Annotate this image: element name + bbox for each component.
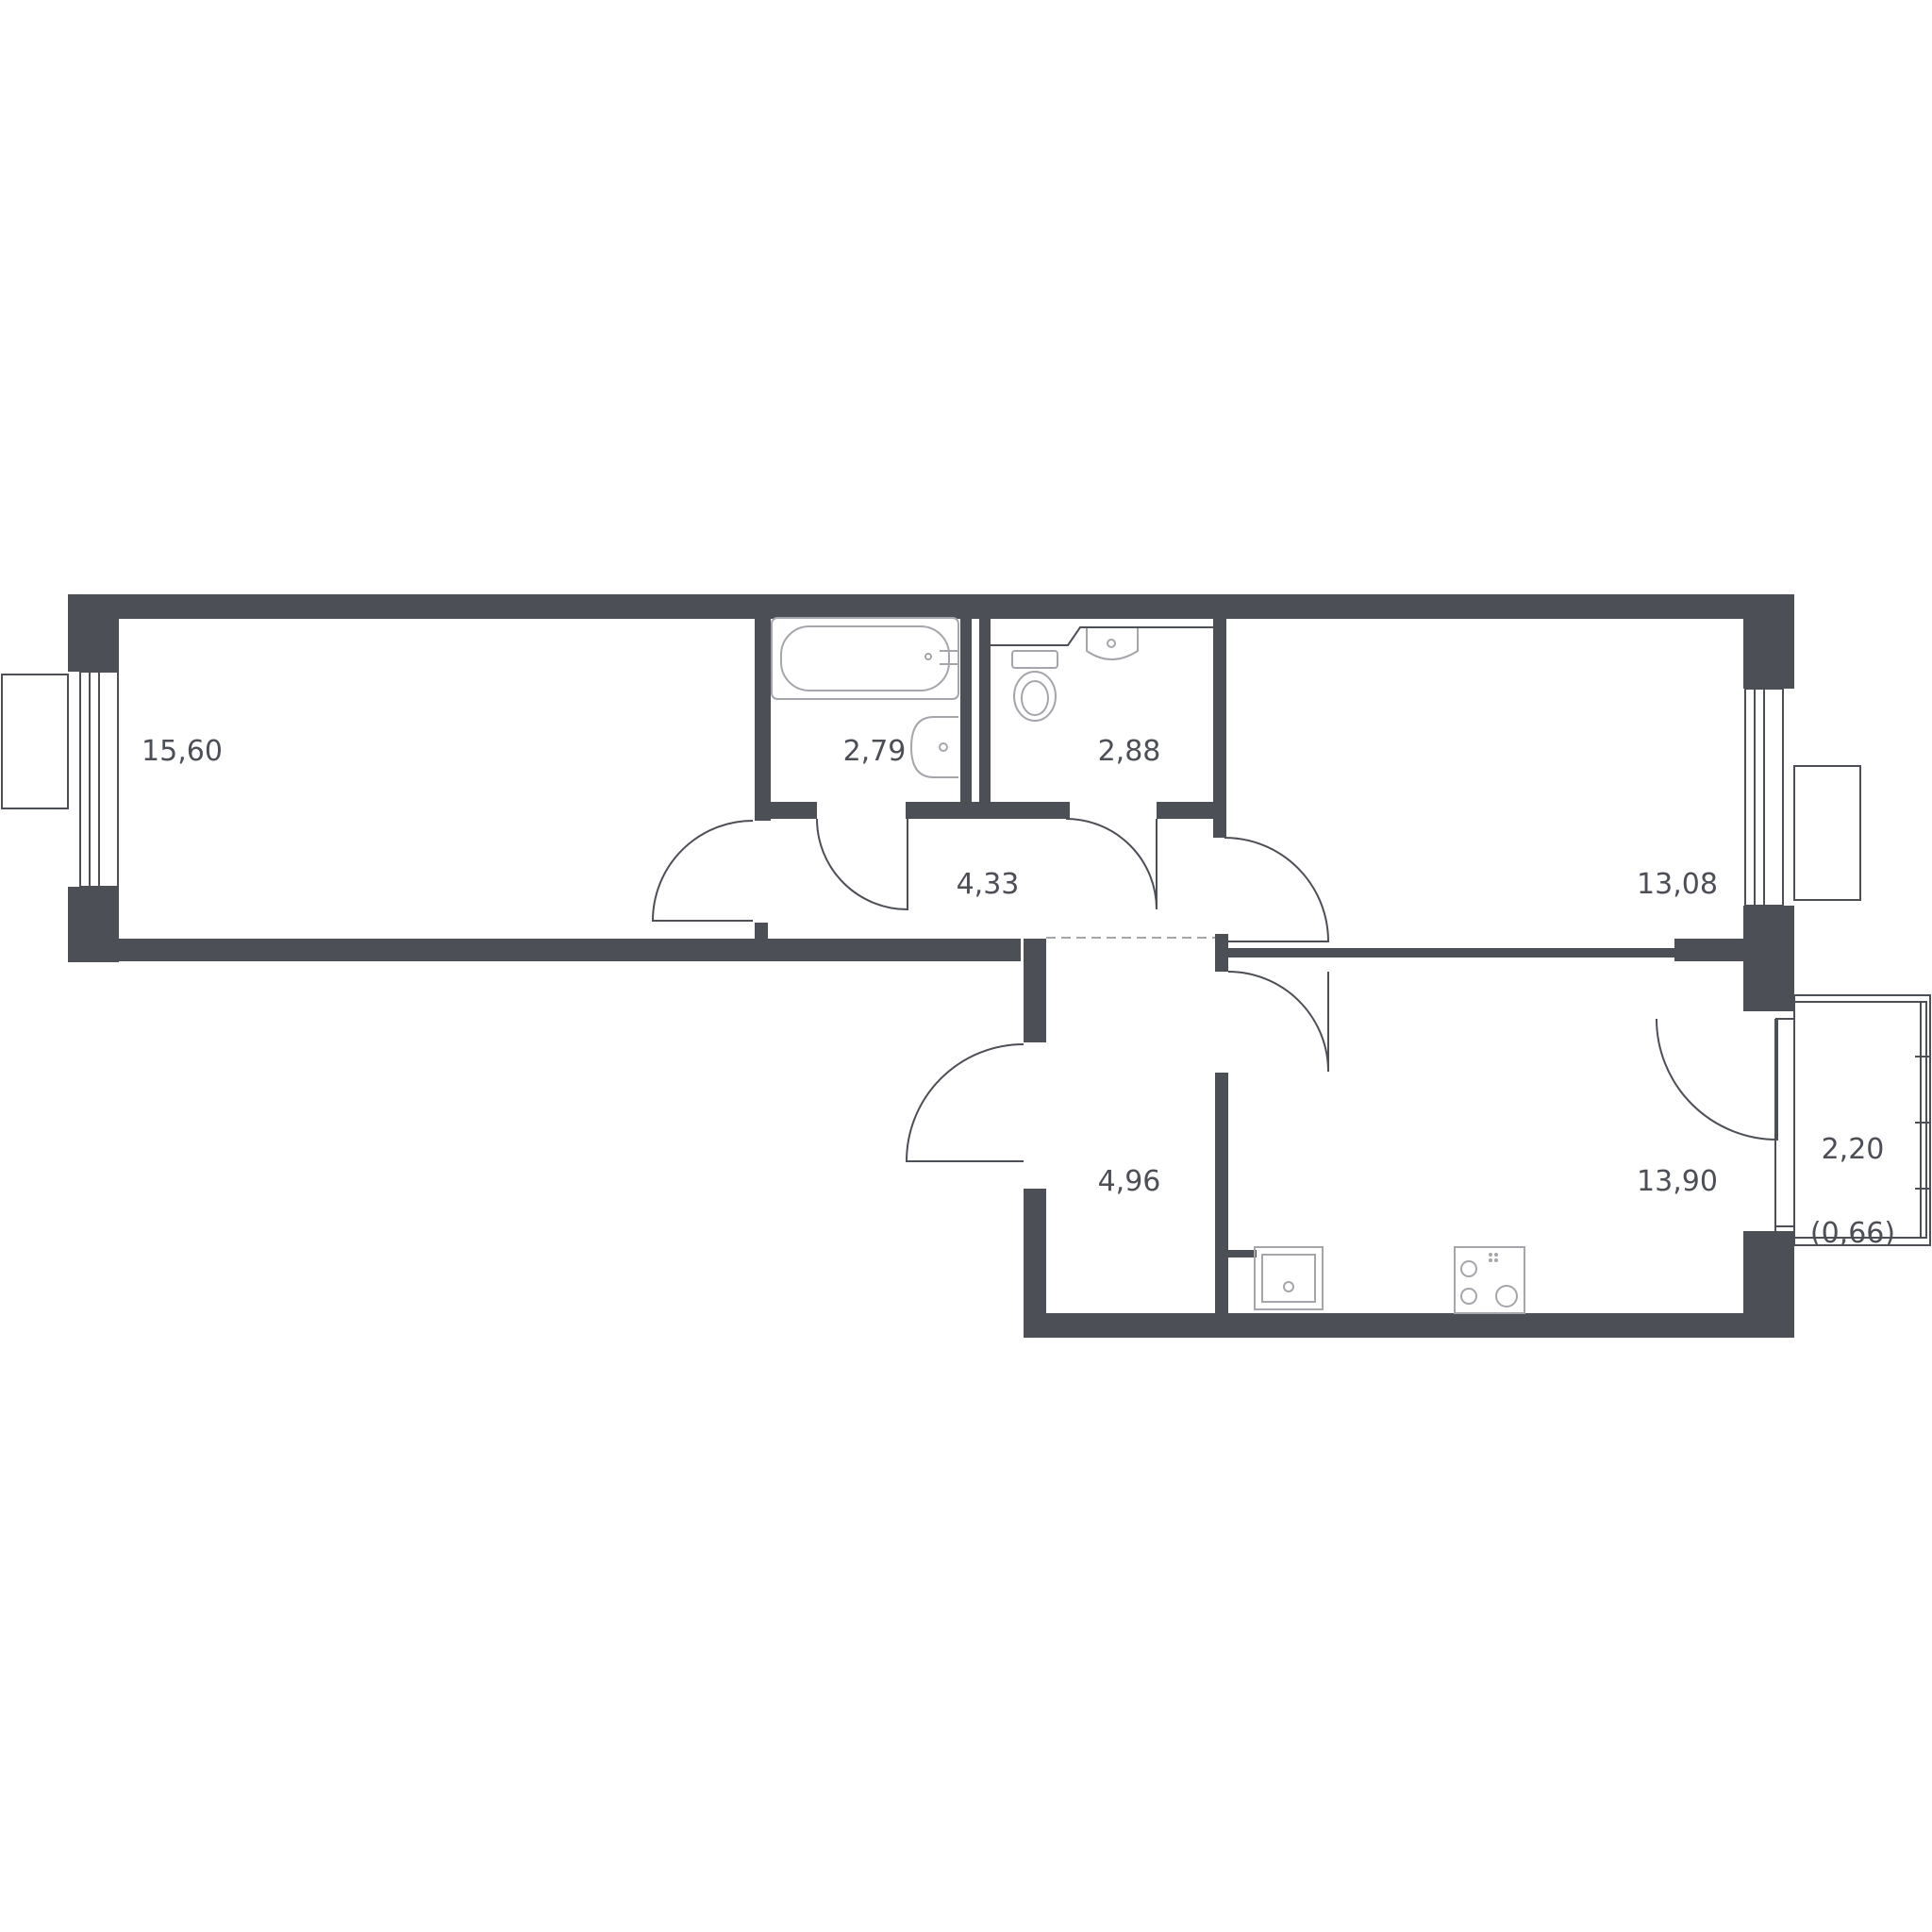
stove-icon <box>1454 1246 1525 1314</box>
bathroom-area-label: 2,79 <box>843 735 907 768</box>
windows <box>1 671 1861 907</box>
hall-area-label: 4,96 <box>1098 1165 1161 1198</box>
sink-icon <box>1254 1246 1324 1310</box>
kitchen-area-label: 13,90 <box>1637 1165 1718 1198</box>
balcony-area-label: 2,20 <box>1822 1133 1885 1166</box>
balcony-reduced-area-label: (0,66) <box>1810 1217 1895 1250</box>
bathtub-icon <box>771 617 959 700</box>
washbasin-icon <box>1086 628 1139 660</box>
interior-walls <box>755 613 1675 1318</box>
room-1-area-label: 15,60 <box>142 735 223 768</box>
toilet-area-label: 2,88 <box>1098 735 1161 768</box>
corridor-area-label: 4,33 <box>957 868 1020 901</box>
exterior-walls <box>68 594 1794 1338</box>
washbasin-icon <box>909 716 958 778</box>
balcony <box>1774 994 1931 1246</box>
toilet-icon <box>1011 650 1058 722</box>
room-2-area-label: 13,08 <box>1637 868 1718 901</box>
doors <box>651 818 1778 1162</box>
